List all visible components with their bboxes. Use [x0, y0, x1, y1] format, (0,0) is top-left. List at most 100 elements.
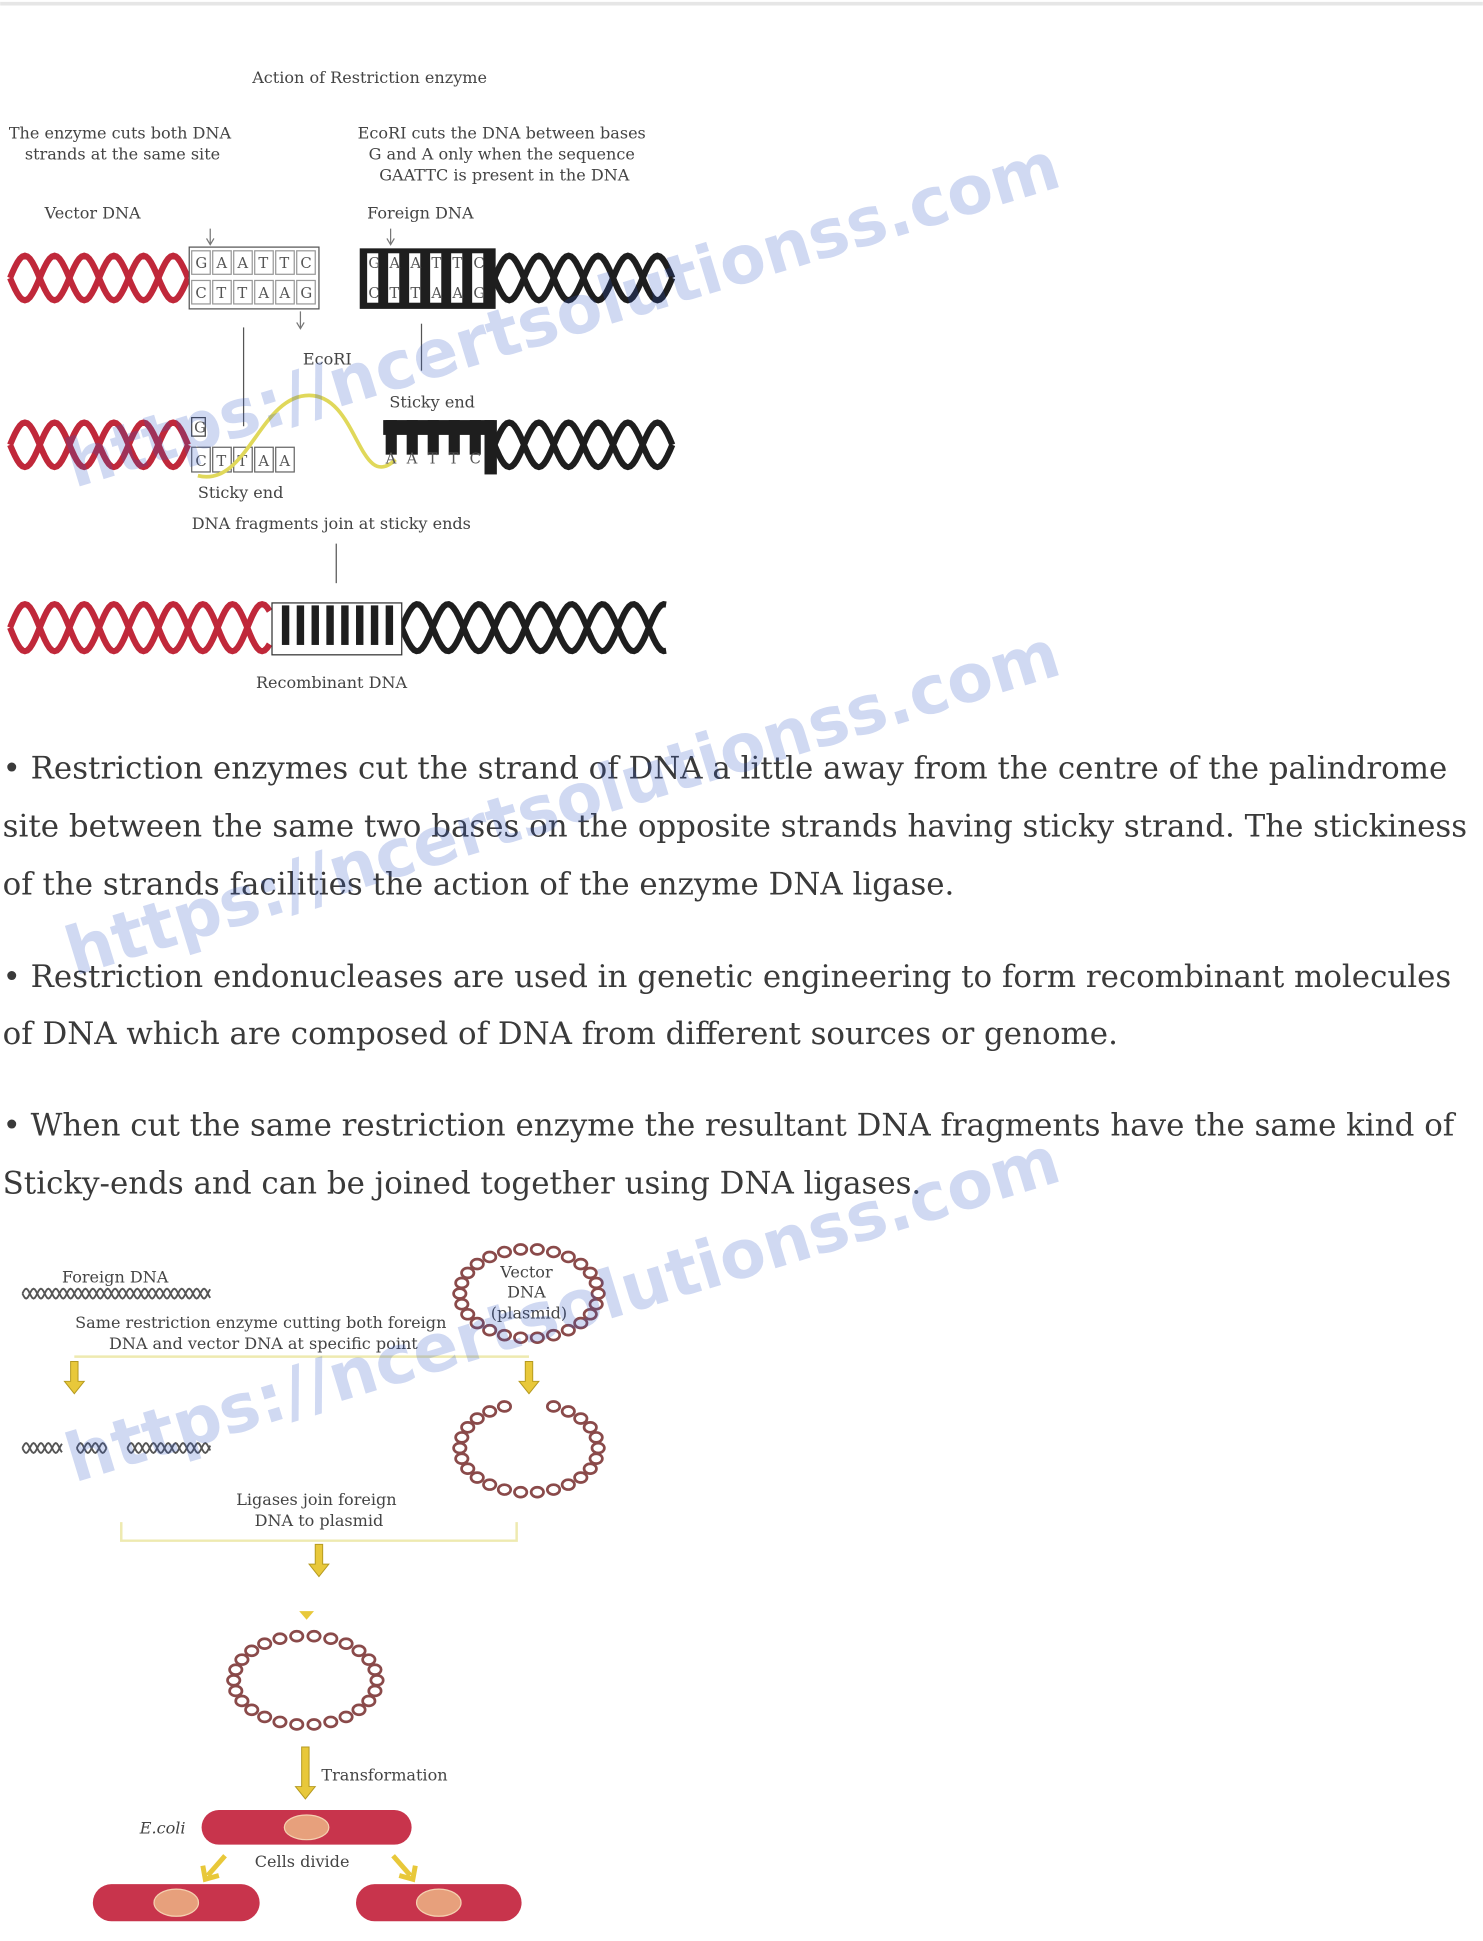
junction-bar: [311, 605, 319, 645]
right-note: EcoRI cuts the DNA between bases G and A…: [358, 123, 651, 184]
join-label: DNA fragments join at sticky ends: [192, 514, 471, 533]
recombinant-dna-label: Recombinant DNA: [256, 673, 408, 692]
comb-end: [484, 420, 497, 475]
sticky-end-g: [191, 416, 206, 437]
plasmid-bead: [513, 1243, 529, 1256]
sticky-end-right-label: Sticky end: [389, 393, 475, 412]
cells-divide-label: Cells divide: [255, 1852, 350, 1871]
base-cell: [275, 250, 295, 275]
plasmid-bead: [460, 1462, 476, 1475]
base-cell: [254, 279, 274, 305]
foreign-dna-chains: [21, 1287, 212, 1455]
base-cell: [191, 250, 211, 275]
plasmid-bead: [513, 1331, 529, 1345]
plasmid-bead: [590, 1441, 606, 1455]
cut-arrow-icon: [205, 228, 215, 246]
plasmid-bead: [460, 1421, 476, 1434]
plasmid-bead: [482, 1250, 498, 1264]
plasmid-bead: [545, 1328, 562, 1342]
base-letter: A: [406, 450, 418, 467]
base-cell: [191, 279, 211, 305]
transformation-label: Transformation: [321, 1765, 447, 1784]
base-letter: G: [195, 255, 207, 272]
restriction-enzyme-figure: Action of Restriction enzyme The enzyme …: [7, 68, 676, 692]
plasmid-bead: [228, 1684, 244, 1698]
comb-tooth: [406, 420, 418, 455]
base-letter: A: [451, 285, 463, 302]
base-bar: [430, 253, 442, 303]
plasmid-bead: [545, 1483, 562, 1496]
base-letter: T: [389, 285, 399, 302]
base-letter: C: [300, 255, 311, 272]
base-letter: T: [449, 450, 459, 467]
plasmid-bead: [323, 1632, 339, 1646]
base-letter: A: [409, 255, 421, 272]
plasmid-bead: [272, 1632, 288, 1646]
plasmid-bead: [482, 1323, 498, 1337]
plasmid-bead: [351, 1644, 367, 1658]
plasmid-bead: [588, 1276, 604, 1290]
dna-strand: [491, 419, 676, 471]
plasmid-bead: [454, 1452, 470, 1465]
base-letter: G: [194, 419, 206, 436]
plasmid-bead: [257, 1637, 273, 1651]
base-bar: [388, 253, 400, 303]
plasmid-bead: [454, 1431, 470, 1444]
plasmid-bead: [496, 1245, 512, 1259]
base-letter: C: [473, 255, 484, 272]
base-letter: A: [257, 285, 269, 302]
plasmid-bead: [582, 1266, 598, 1280]
plasmid-bead: [588, 1297, 604, 1311]
ecoli-cells: [92, 1810, 522, 1922]
base-cell: [275, 446, 295, 473]
base-letter: G: [473, 285, 485, 302]
base-letter: G: [368, 255, 380, 272]
arrow-diagonal-icon: [200, 1854, 227, 1883]
plasmid-bead: [482, 1478, 498, 1491]
junction-bar: [356, 605, 364, 645]
sticky-end-left-label: Sticky end: [198, 483, 284, 502]
plasmid-bead: [469, 1257, 485, 1271]
vector-plasmid-label: Vector DNA (plasmid): [491, 1263, 567, 1323]
base-letter: C: [470, 450, 481, 467]
plasmid-bead: [588, 1431, 604, 1444]
arrow-down-icon: [308, 1543, 330, 1578]
base-cell: [296, 279, 316, 305]
watermark-text: https://ncertsolutionss.com: [56, 614, 1068, 991]
base-letter: A: [385, 450, 397, 467]
base-cell: [254, 446, 274, 473]
base-letter: T: [431, 255, 441, 272]
base-letter: A: [215, 255, 227, 272]
arrow-down-icon: [63, 1361, 86, 1395]
base-bar: [472, 253, 484, 303]
plasmid-bead: [482, 1405, 498, 1418]
base-letter: C: [195, 453, 206, 470]
plasmid-bead: [338, 1710, 354, 1724]
plasmid-bead: [496, 1483, 512, 1496]
plasmid-bead: [529, 1331, 545, 1345]
plasmid-bead: [513, 1485, 529, 1499]
dna-strand: [7, 600, 273, 655]
base-letter: T: [428, 450, 438, 467]
arrow-diagonal-icon: [391, 1854, 418, 1883]
junction-bar: [326, 605, 334, 645]
comb-tooth: [427, 420, 439, 455]
dna-strand: [491, 252, 676, 304]
plasmid-in-cell: [283, 1814, 330, 1841]
base-cell: [254, 250, 274, 275]
base-letter: A: [236, 255, 248, 272]
plasmid-bead: [289, 1718, 305, 1731]
dna-chain: [75, 1442, 108, 1455]
dna-chain: [126, 1442, 212, 1455]
base-letter: G: [300, 285, 312, 302]
comb-tooth: [469, 420, 481, 455]
plasmid-bead: [244, 1703, 260, 1717]
base-letter: T: [237, 285, 247, 302]
plasmid-bead: [545, 1245, 562, 1259]
cut-arrow-icon: [386, 228, 395, 246]
junction-bar: [281, 605, 290, 645]
base-letter: T: [410, 285, 420, 302]
